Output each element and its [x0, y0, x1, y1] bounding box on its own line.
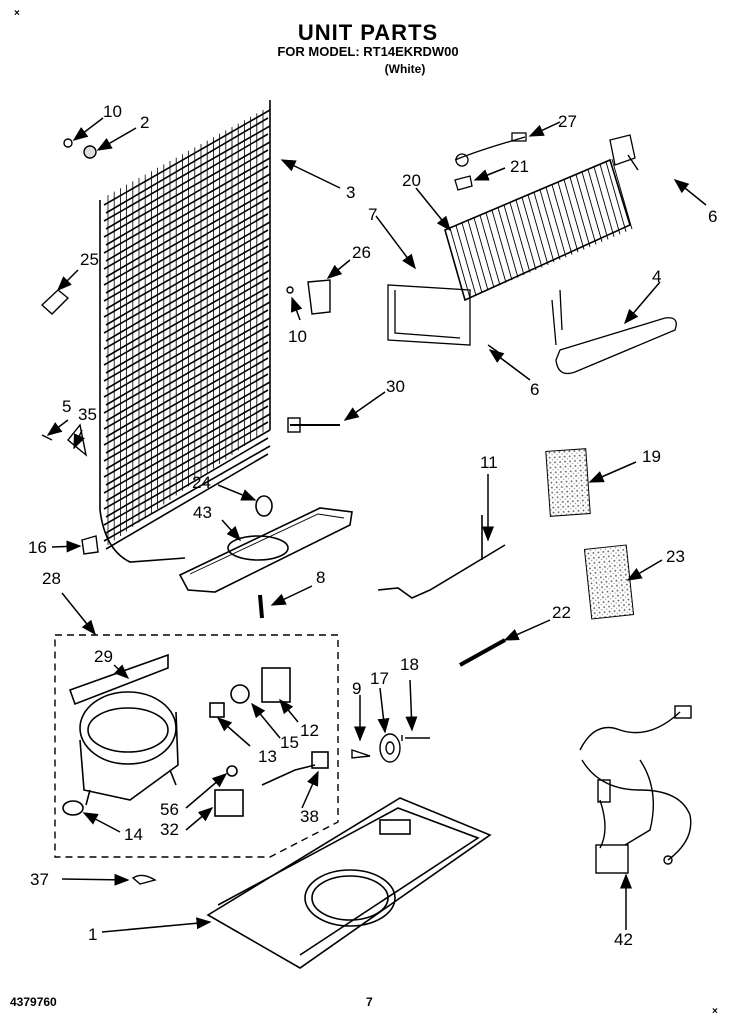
- callout-26: 26: [352, 243, 371, 262]
- callout-24: 24: [192, 473, 211, 492]
- document-number: 4379760: [10, 995, 57, 1009]
- callout-5: 5: [62, 397, 71, 416]
- callout-42: 42: [614, 930, 633, 949]
- callout-32: 32: [160, 820, 179, 839]
- compressor: [62, 653, 329, 817]
- callout-27: 27: [558, 112, 577, 131]
- grommet-parts: [351, 733, 430, 763]
- callout-35: 35: [78, 405, 97, 424]
- callout-2: 2: [140, 113, 149, 132]
- compressor-kit-boundary: [54, 634, 339, 858]
- callout-1: 1: [88, 925, 97, 944]
- small-hardware: [40, 138, 639, 885]
- callout-9: 9: [352, 679, 361, 698]
- callout-30: 30: [386, 377, 405, 396]
- callout-8: 8: [316, 568, 325, 587]
- callout-10: 10: [103, 102, 122, 121]
- callout-14: 14: [124, 825, 143, 844]
- callout-11: 11: [480, 453, 498, 472]
- callout-12: 12: [300, 721, 319, 740]
- wiring-harness: [579, 705, 692, 874]
- drain-pan: [178, 495, 353, 619]
- leader-lines: [46, 117, 707, 933]
- foam-pad-23: [583, 544, 635, 620]
- callout-56: 56: [160, 800, 179, 819]
- callout-37: 37: [30, 870, 49, 889]
- callout-43: 43: [193, 503, 212, 522]
- callout-15: 15: [280, 733, 299, 752]
- model-number: FOR MODEL: RT14EKRDW00: [277, 44, 459, 59]
- page-title: UNIT PARTS: [297, 20, 439, 45]
- callout-10: 10: [288, 327, 307, 346]
- callout-38: 38: [300, 807, 319, 826]
- callout-19: 19: [642, 447, 661, 466]
- callout-21: 21: [510, 157, 529, 176]
- callout-3: 3: [346, 183, 355, 202]
- callout-22: 22: [552, 603, 571, 622]
- callout-23: 23: [666, 547, 685, 566]
- condenser-coil: [99, 100, 271, 563]
- callout-6: 6: [530, 380, 539, 399]
- corner-mark-top: ×: [14, 8, 20, 19]
- callout-7: 7: [368, 205, 377, 224]
- foam-pad-19: [545, 448, 591, 517]
- callout-29: 29: [94, 647, 113, 666]
- drain-tube-assembly: [377, 515, 506, 667]
- callout-16: 16: [28, 538, 47, 557]
- callout-25: 25: [80, 250, 99, 269]
- callout-20: 20: [402, 171, 421, 190]
- corner-mark-bottom: ×: [712, 1006, 718, 1017]
- callout-13: 13: [258, 747, 277, 766]
- base-pan: [206, 797, 492, 969]
- page-number: 7: [366, 995, 373, 1009]
- callout-6: 6: [708, 207, 717, 226]
- callout-17: 17: [370, 669, 389, 688]
- model-color: (White): [384, 62, 426, 76]
- callout-4: 4: [652, 267, 661, 286]
- callout-18: 18: [400, 655, 419, 674]
- callout-28: 28: [42, 569, 61, 588]
- evaporator-coil: [387, 132, 677, 375]
